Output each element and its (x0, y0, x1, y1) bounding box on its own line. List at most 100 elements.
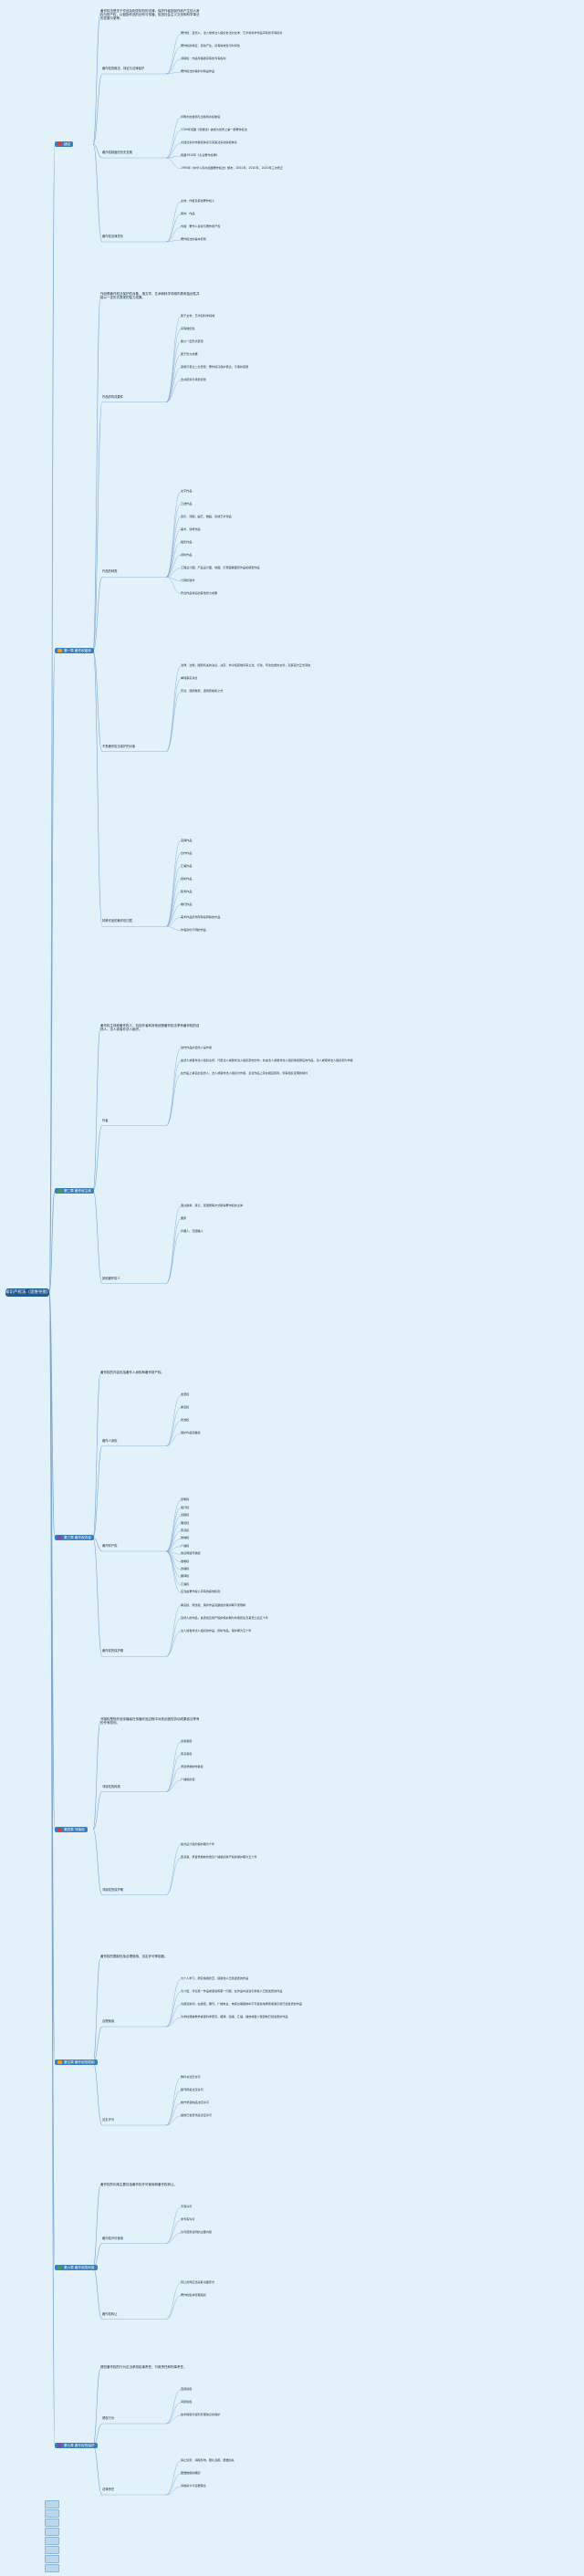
leaf-item[interactable]: 表演者、录音录像制作者及广播组织财产权的保护期为五十年 (181, 1855, 257, 1859)
leaf-item[interactable]: 出租权 (181, 1513, 190, 1517)
leaf-item[interactable]: 广播组织权 (181, 1778, 195, 1781)
leaf-item[interactable]: 具有独创性 (181, 327, 195, 330)
leaf-item[interactable]: 教科书法定许可 (181, 2075, 201, 2079)
chapter-summary[interactable]: 著作权主体即著作权人，包括作者和其他依照著作权法享有著作权的自然人、法人或者非法… (100, 1024, 200, 1032)
chapter-node[interactable]: 第三章 著作权内容 (55, 1535, 94, 1540)
leaf-item[interactable]: 发表权 (181, 1392, 190, 1396)
leaf-item[interactable]: 国家 (181, 1216, 187, 1220)
chapter-node[interactable]: 第六章 著作权的利用 (55, 2265, 98, 2270)
leaf-item[interactable]: 广播权 (181, 1543, 190, 1548)
group-label[interactable]: 法律责任 (102, 2487, 115, 2491)
chapter-node[interactable]: 第二章 著作权主体 (55, 1188, 94, 1194)
leaf-item[interactable]: 著作权法的基本原则 (181, 237, 206, 241)
leaf-item[interactable]: 合并原则与场景原则 (181, 378, 206, 381)
leaf-item[interactable]: 合作作品 (181, 850, 193, 855)
leaf-item[interactable]: 非专有许可 (181, 2217, 195, 2221)
leaf-item[interactable]: 汇编权 (181, 1581, 190, 1586)
leaf-item[interactable]: 历法、通用数表、通用表格和公式 (181, 689, 224, 693)
leaf-item[interactable]: 单纯事实消息 (181, 676, 198, 680)
group-label[interactable]: 其他著作权人 (102, 1276, 120, 1280)
collapsed-branch-tab[interactable] (45, 2555, 59, 2563)
leaf-item[interactable]: 直接侵权 (181, 2387, 193, 2391)
group-label[interactable]: 著作财产权 (102, 1544, 118, 1548)
group-label[interactable]: 著作权的概念、特征与法律保护 (102, 67, 145, 70)
chapter-node[interactable]: 第七章 著作权的保护 (55, 2443, 98, 2448)
leaf-item[interactable]: 发行权 (181, 1505, 190, 1509)
group-label[interactable]: 作者 (102, 1118, 109, 1122)
group-label[interactable]: 著作人身权 (102, 1438, 118, 1443)
leaf-item[interactable]: 内容：著作人身权与著作财产权 (181, 224, 221, 228)
leaf-item[interactable]: 信息网络传播权 (181, 1551, 201, 1556)
group-label[interactable]: 著作权转让 (102, 2311, 118, 2316)
leaf-item[interactable]: 演绎作品 (181, 838, 193, 842)
leaf-item[interactable]: 著作权：自然人、法人或非法人组织依法对文学、艺术和科学作品享有的专有权利 (181, 31, 283, 35)
leaf-item[interactable]: 著作权集体管理组织 (181, 2293, 206, 2297)
leaf-item[interactable]: 为报道新闻，在报纸、期刊、广播电台、电视台等媒体中不可避免地再现或者引用已经发表… (181, 2002, 303, 2006)
leaf-item[interactable]: 能以一定形式表现 (181, 339, 203, 343)
leaf-item[interactable]: 自然人的作品，发表权及财产权的保护期为作者终生及其死亡后五十年 (181, 1615, 268, 1620)
group-label[interactable]: 作品的种类 (102, 569, 118, 574)
leaf-item[interactable]: 法人或者非法人组织的作品、视听作品，保护期为五十年 (181, 1628, 252, 1632)
leaf-item[interactable]: 为介绍、评论某一作品或者说明某一问题，在作品中适当引用他人已经发表的作品 (181, 1989, 283, 1993)
leaf-item[interactable]: 出版者权 (181, 1739, 193, 1743)
leaf-item[interactable]: 著作权的特征：自动产生、具有地域性与时间性 (181, 44, 240, 47)
leaf-item[interactable]: 美术作品原件所有权转移的作品 (181, 914, 221, 919)
leaf-item[interactable]: 翻译权 (181, 1574, 190, 1579)
chapter-summary[interactable]: 著作权的限制包括合理使用、法定许可等制度。 (100, 1955, 168, 1958)
leaf-item[interactable]: 版式设计权的保护期为十年 (181, 1842, 215, 1846)
leaf-item[interactable]: 表演权 (181, 1528, 190, 1532)
leaf-item[interactable]: 摄影作品 (181, 539, 193, 544)
leaf-item[interactable]: 视听作品 (181, 876, 193, 881)
leaf-item[interactable]: 复制权 (181, 1497, 190, 1502)
leaf-item[interactable]: 保护作品完整权 (181, 1431, 201, 1434)
chapter-node[interactable]: 绪论 (55, 141, 74, 147)
leaf-item[interactable]: 思想与表达二分原则：著作权只保护表达，不保护思想 (181, 365, 249, 369)
chapter-node[interactable]: 第五章 著作权的限制 (55, 2060, 98, 2065)
leaf-item[interactable]: 属于文学、艺术和科学领域 (181, 314, 215, 318)
leaf-item[interactable]: 符合作品特征的其他智力成果 (181, 590, 218, 595)
collapsed-branch-tab[interactable] (45, 2528, 59, 2536)
leaf-item[interactable]: 口述作品 (181, 501, 193, 506)
chapter-summary[interactable]: 邻接权是指作品传播者在传播作品过程中对其创造性劳动成果依法享有的专有权利。 (100, 1717, 200, 1726)
group-label[interactable]: 著作权许可使用 (102, 2236, 124, 2240)
leaf-item[interactable]: 间接侵权 (181, 2400, 193, 2404)
leaf-item[interactable]: 在作品上署名的自然人、法人或者非法人组织为作者，且该作品上存在相应权利，但有相反… (181, 1071, 308, 1075)
leaf-item[interactable]: 职务作品 (181, 889, 193, 893)
group-label[interactable]: 法定许可 (102, 2118, 115, 2122)
leaf-item[interactable]: 音乐、戏剧、曲艺、舞蹈、杂技艺术作品 (181, 514, 232, 518)
leaf-item[interactable]: 美术、建筑作品 (181, 527, 201, 531)
group-label[interactable]: 著作权法律关系 (102, 235, 124, 238)
collapsed-branch-tab[interactable] (45, 2519, 59, 2527)
leaf-item[interactable]: 录音录像制作者权 (181, 1765, 203, 1768)
leaf-item[interactable]: 署名权 (181, 1405, 190, 1409)
leaf-item[interactable]: 邻接权：作品传播者享有的专有权利 (181, 57, 226, 60)
collapsed-branch-tab[interactable] (45, 2500, 59, 2508)
collapsed-branch-tab[interactable] (45, 2509, 59, 2518)
leaf-item[interactable]: 大陆法系的作者权体系与英美法系的版权体系 (181, 141, 237, 144)
leaf-item[interactable]: 播放已发表作品法定许可 (181, 2113, 213, 2117)
leaf-item[interactable]: 客体：作品 (181, 212, 195, 215)
leaf-item[interactable]: 计算机软件 (181, 578, 195, 582)
leaf-item[interactable]: 法律、法规，国家机关的决议、决定、命令和其他具有立法、行政、司法性质的文件，及其… (181, 663, 311, 667)
leaf-item[interactable]: 摄制权 (181, 1559, 190, 1563)
chapter-summary[interactable]: 著作权的内容包括著作人身权和著作财产权。 (100, 1371, 164, 1374)
leaf-item[interactable]: 1709年英国《安娜法》被视为世界上第一部著作权法 (181, 128, 247, 131)
group-label[interactable]: 侵权行为 (102, 2416, 115, 2420)
leaf-item[interactable]: 赔偿数额的确定 (181, 2471, 201, 2475)
leaf-item[interactable]: 视听作品 (181, 552, 193, 557)
leaf-item[interactable]: 署名权、修改权、保护作品完整权的保护期不受限制 (181, 1602, 246, 1607)
leaf-item[interactable]: 应当由著作权人享有的其他权利 (181, 1590, 221, 1594)
leaf-item[interactable]: 展览权 (181, 1520, 190, 1525)
chapter-node[interactable]: 第一章 著作权客体 (55, 648, 94, 653)
leaf-item[interactable]: 报刊转载法定许可 (181, 2088, 203, 2091)
leaf-item[interactable]: 委托作品 (181, 902, 193, 906)
chapter-summary[interactable]: 侵犯著作权的行为应当承担民事责任、行政责任和刑事责任。 (100, 2365, 187, 2369)
group-label[interactable]: 邻接权的种类 (102, 1784, 120, 1789)
collapsed-branch-tab[interactable] (45, 2546, 59, 2554)
group-label[interactable]: 合理使用 (102, 2019, 115, 2023)
collapsed-branch-tab[interactable] (45, 2537, 59, 2545)
leaf-item[interactable]: 1990年《中华人民共和国著作权法》颁布，2001年、2010年、2020年三次… (181, 166, 283, 170)
leaf-item[interactable]: 修改权 (181, 1418, 190, 1422)
leaf-item[interactable]: 为个人学习、研究或者欣赏，使用他人已经发表的作品 (181, 1976, 249, 1980)
leaf-item[interactable]: 专有许可 (181, 2205, 193, 2208)
